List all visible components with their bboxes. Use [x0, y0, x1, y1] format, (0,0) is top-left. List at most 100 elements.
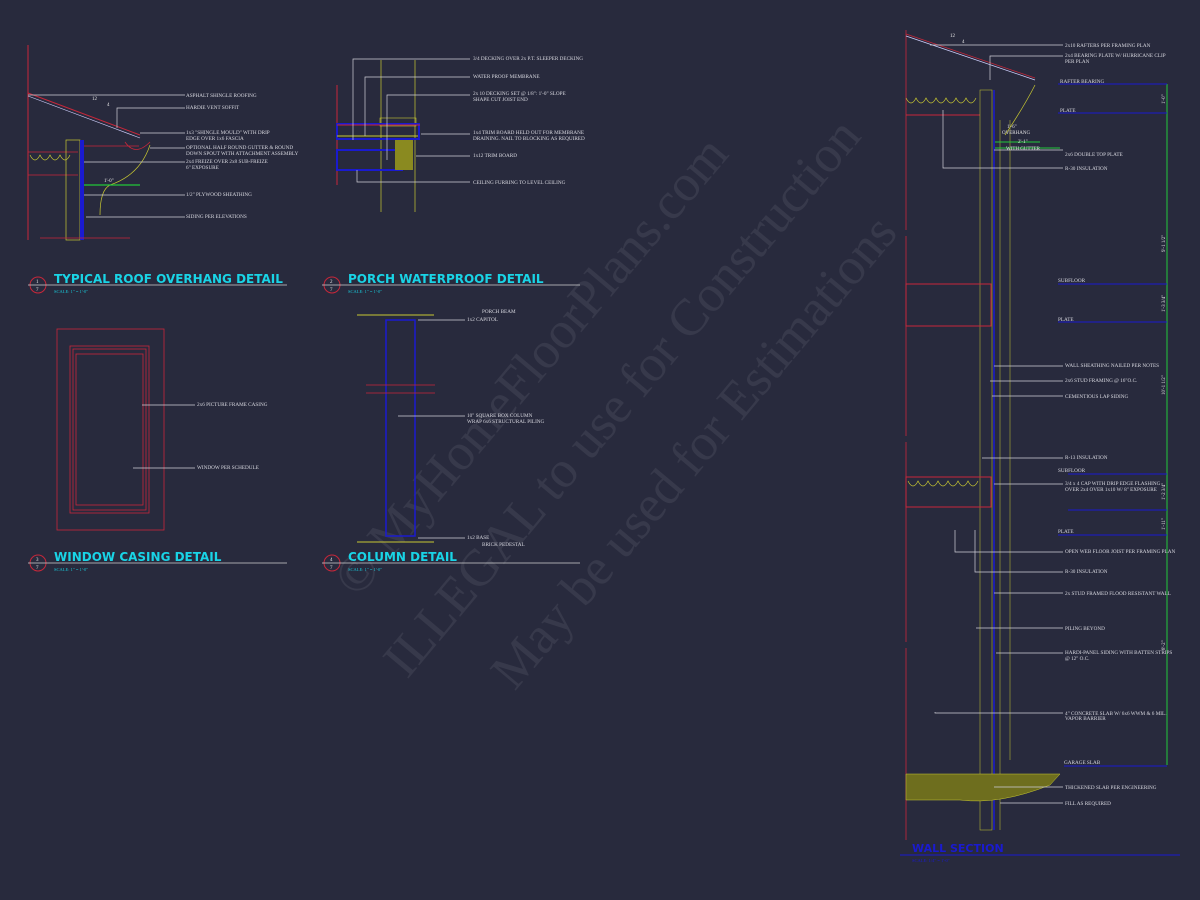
drawing-label: COLUMN DETAIL	[348, 550, 457, 564]
column-labels: PORCH BEAM 1x2 CAPITOL 10" SQUARE BOX CO…	[467, 309, 545, 548]
drawing-label: 2x10 RAFTERS PER FRAMING PLAN	[1065, 43, 1151, 49]
drawing-label: 1'-11"	[1162, 518, 1167, 530]
drawing-label: 4	[330, 558, 333, 563]
drawing-label: PER PLAN	[1065, 59, 1090, 65]
drawing-label: HARDIE VENT SOFFIT	[186, 105, 240, 111]
drawing-label: FILL AS REQUIRED	[1065, 801, 1111, 807]
drawing-label: 2x 10 DECKING SET @ 1/8": 1'-0" SLOPE	[473, 91, 566, 97]
drawing-label: THICKENED SLAB PER ENGINEERING	[1065, 785, 1157, 791]
drawing-label: 1'-3 3/4"	[1162, 295, 1167, 312]
wall-section-dimensions: 1'-6" OVERHANG 2'-1" WITH GUTTER 1'-0" 9…	[1002, 94, 1167, 650]
drawing-label: OVERHANG	[1002, 131, 1030, 136]
drawing-label: SCALE: 1/4" = 1'-0"	[912, 858, 950, 863]
drawing-label: 2	[330, 280, 333, 285]
drawing-label: RAFTER BEARING	[1060, 79, 1104, 85]
drawing-label: 9'-1 1/2"	[1162, 235, 1167, 252]
drawing-label: HARDI-PANEL SIDING WITH BATTEN STRIPS	[1065, 650, 1172, 656]
porch-waterproof-labels: 3/4 DECKING OVER 2x P.T. SLEEPER DECKING…	[473, 56, 585, 186]
drawing-label: ILLEGAL to use for Construction	[373, 108, 872, 687]
drawing-label: 2x4 FREIZE OVER 2x8 SUB-FREIZE	[186, 159, 268, 165]
window-casing-title-block: 3 7 WINDOW CASING DETAIL SCALE: 1" = 1'-…	[28, 550, 287, 572]
drawing-label: 1'-0"	[104, 179, 114, 184]
drawing-label: 4	[962, 40, 965, 45]
drawing-label: 2x6 DOUBLE TOP PLATE	[1065, 152, 1123, 158]
drawing-label: 2x STUD FRAMED FLOOD RESISTANT WALL	[1065, 591, 1171, 597]
drawing-label: 7	[36, 288, 39, 293]
drawing-label: PLATE	[1060, 108, 1076, 114]
drawing-label: WALL SECTION	[912, 842, 1004, 855]
drawing-label: WRAP 6x6 STRUCTURAL PILING	[467, 419, 545, 425]
drawing-label: SUBFLOOR	[1058, 468, 1086, 474]
drawing-label: 2'-1"	[1018, 140, 1028, 145]
drawing-label: 1'-2 3/4"	[1162, 483, 1167, 500]
column-drawing	[357, 314, 465, 543]
window-casing-labels: 2x6 PICTURE FRAME CASING WINDOW PER SCHE…	[197, 402, 268, 471]
drawing-label: GARAGE SLAB	[1064, 760, 1101, 766]
drawing-label: WINDOW CASING DETAIL	[54, 550, 222, 564]
drawing-label: EDGE OVER 1x6 FASCIA	[186, 136, 244, 142]
drawing-label: 2x4 BEARING PLATE W/ HURRICANE CLIP	[1065, 53, 1166, 59]
drawing-label: 1x3 "SHINGLE MOULD" WITH DRIP	[186, 130, 270, 136]
drawing-label: 12	[950, 34, 956, 39]
drawing-label: 6" EXPOSURE	[186, 165, 219, 171]
drawing-label: 4	[107, 103, 110, 108]
drawing-label: 3	[36, 558, 39, 563]
drawing-label: SUBFLOOR	[1058, 278, 1086, 284]
drawing-label: R-30 INSULATION	[1065, 569, 1108, 575]
drawing-label: 2x6 PICTURE FRAME CASING	[197, 402, 268, 408]
column-title-block: 4 7 COLUMN DETAIL SCALE: 1" = 1'-0"	[322, 550, 580, 572]
window-casing-drawing	[56, 328, 195, 531]
drawing-label: 7	[330, 566, 333, 571]
drawing-label: 7	[330, 288, 333, 293]
wall-section-drawing: 12 4	[900, 30, 1180, 856]
drawing-label: WATER PROOF MEMBRANE	[473, 74, 540, 80]
drawing-label: 4" CONCRETE SLAB W/ 6x6 WWM & 6 MIL.	[1065, 711, 1167, 717]
drawing-label: R-13 INSULATION	[1065, 455, 1108, 461]
drawing-label: DRAINING. NAIL TO BLOCKING AS REQUIRED	[473, 136, 585, 142]
drawing-label: 8'-2"	[1162, 640, 1167, 650]
drawing-label: SCALE: 1" = 1'-0"	[348, 567, 382, 572]
drawing-label: WINDOW PER SCHEDULE	[197, 465, 259, 471]
drawing-label: BRICK PEDESTAL	[482, 542, 525, 548]
drawing-label: OPEN WEB FLOOR JOIST PER FRAMING PLAN	[1065, 549, 1175, 555]
wall-section-labels: 2x10 RAFTERS PER FRAMING PLAN 2x4 BEARIN…	[1058, 43, 1175, 807]
drawing-label: PORCH WATERPROOF DETAIL	[348, 272, 544, 286]
drawing-label: 7	[36, 566, 39, 571]
drawing-label: SHAPE CUT JOIST END	[473, 97, 528, 103]
drawing-label: 1'-6"	[1007, 125, 1017, 130]
drawing-label: @ 12" O.C.	[1065, 656, 1089, 662]
drawing-label: CEMENTIOUS LAP SIDING	[1065, 394, 1128, 400]
drawing-label: SCALE: 1" = 1'-0"	[54, 289, 88, 294]
drawing-label: WALL SHEATHING NAILED PER NOTES	[1065, 363, 1159, 369]
drawing-label: OVER 2x4 OVER 1x10 W/ 8" EXPOSURE	[1065, 487, 1157, 493]
drawing-label: PLATE	[1058, 317, 1074, 323]
drawing-label: 1	[36, 280, 39, 285]
drawing-label: 1'-0"	[1162, 94, 1167, 104]
drawing-label: 2x6 STUD FRAMING @ 16"O.C.	[1065, 378, 1137, 384]
drawing-label: PORCH BEAM	[482, 309, 516, 315]
porch-waterproof-drawing	[336, 58, 470, 212]
porch-waterproof-title-block: 2 7 PORCH WATERPROOF DETAIL SCALE: 1" = …	[322, 272, 580, 294]
roof-overhang-title-block: 1 7 TYPICAL ROOF OVERHANG DETAIL SCALE: …	[28, 272, 287, 294]
drawing-label: SIDING PER ELEVATIONS	[186, 214, 247, 220]
drawing-label: TYPICAL ROOF OVERHANG DETAIL	[54, 272, 283, 286]
drawing-label: 12	[92, 97, 98, 102]
drawing-label: R-30 INSULATION	[1065, 166, 1108, 172]
drawing-label: WITH GUTTER	[1006, 147, 1041, 152]
drawing-label: 10'-1 1/2"	[1162, 375, 1167, 395]
drawing-label: 3/4 DECKING OVER 2x P.T. SLEEPER DECKING	[473, 56, 583, 62]
roof-overhang-labels: ASPHALT SHINGLE ROOFING HARDIE VENT SOFF…	[186, 93, 299, 220]
drawing-label: 1/2" PLYWOOD SHEATHING	[186, 192, 252, 198]
drawing-label: VAPOR BARRIER	[1065, 716, 1106, 722]
drawing-label: 1x12 TRIM BOARD	[473, 153, 517, 159]
drawing-label: CEILING FURRING TO LEVEL CEILING	[473, 180, 566, 186]
drawing-label: 1x4 TRIM BOARD HELD OUT FOR MEMBRANE	[473, 130, 584, 136]
roof-overhang-drawing: 12 4 1'-0"	[27, 45, 185, 241]
drawing-label: ASPHALT SHINGLE ROOFING	[186, 93, 257, 99]
drawing-label: DOWN SPOUT WITH ATTACHMENT ASSEMBLY	[186, 151, 299, 157]
drawing-label: 10" SQUARE BOX COLUMN	[467, 413, 533, 419]
drawing-label: PLATE	[1058, 529, 1074, 535]
drawing-label: SCALE: 1" = 1'-0"	[54, 567, 88, 572]
drawing-label: 1x2 CAPITOL	[467, 317, 498, 323]
